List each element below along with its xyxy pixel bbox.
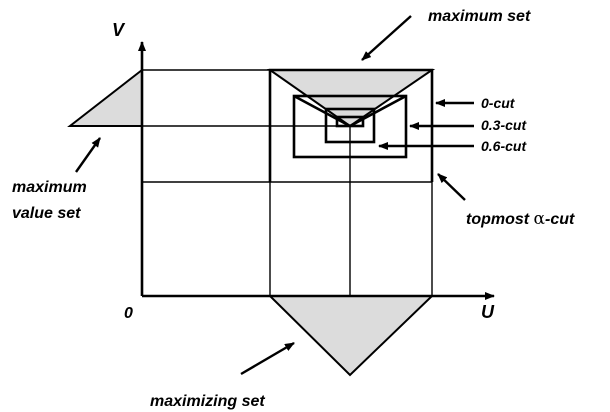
maximum-value-set-label-line2: value set	[12, 205, 81, 222]
cut-03-label: 0.3-cut	[481, 117, 527, 133]
cut-0-rect	[292, 94, 408, 159]
origin-label: 0	[124, 305, 133, 322]
maximum-value-set-label-line1: maximum	[12, 179, 87, 196]
maximum-set-label: maximum set	[428, 8, 531, 25]
maximum-value-set-triangle	[67, 67, 143, 127]
v-axis-label: V	[112, 20, 126, 40]
inner-cut-triangle	[293, 94, 407, 128]
cut-03-rect	[324, 107, 376, 144]
topmost-alpha-cut-arrow	[437, 173, 466, 201]
maximizing-set-arrow	[240, 341, 295, 376]
u-axis-label: U	[481, 302, 495, 322]
maximum-value-set-arrow	[75, 137, 101, 173]
maximizing-set-label: maximizing set	[150, 393, 265, 410]
alpha-symbol: α	[534, 209, 546, 229]
topmost-prefix: topmost	[466, 211, 534, 228]
cut-06-label: 0.6-cut	[481, 138, 527, 154]
maximizing-set-triangle	[267, 295, 435, 377]
cut-0-label: 0-cut	[481, 95, 516, 111]
topmost-suffix: -cut	[545, 211, 575, 228]
topmost-alpha-cut-label: topmost α-cut	[466, 209, 575, 229]
maximum-set-arrow	[361, 15, 412, 61]
